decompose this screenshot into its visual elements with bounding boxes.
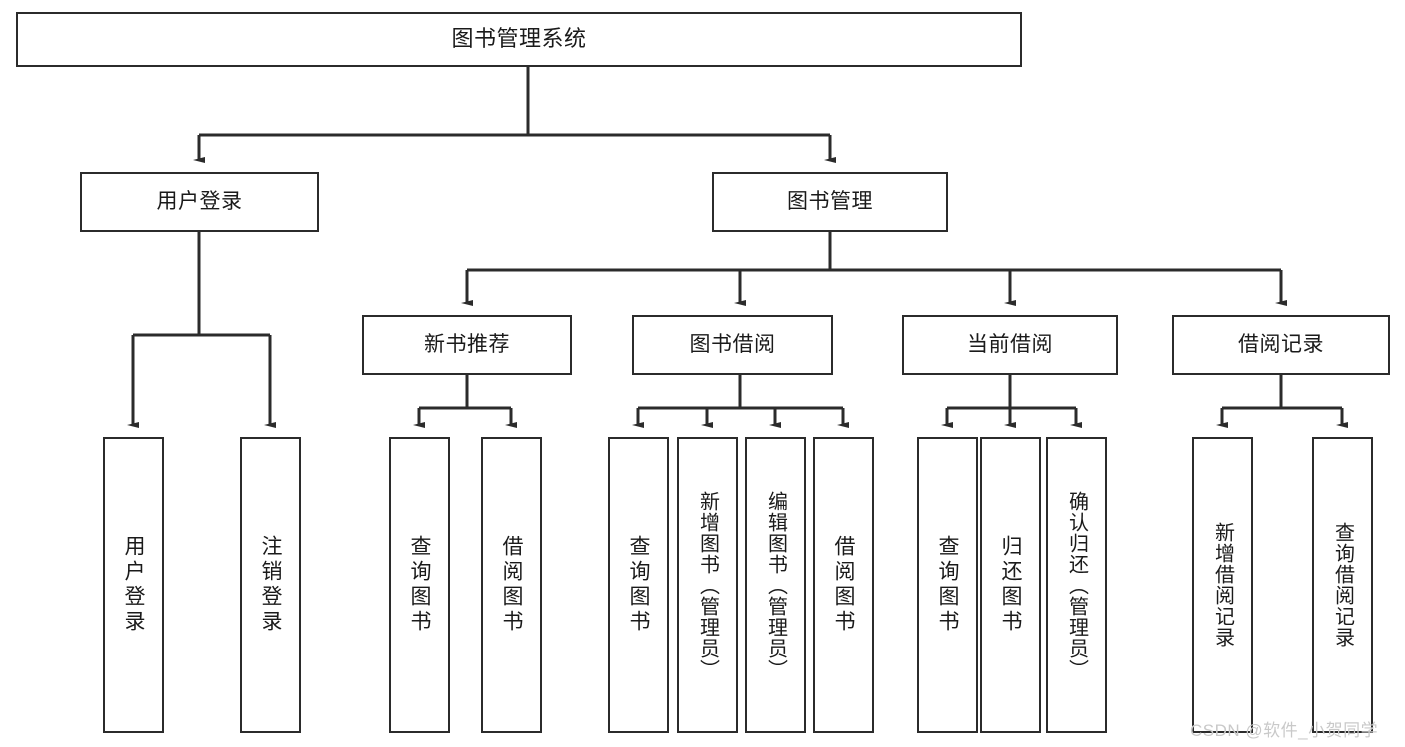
leaf-borrow-edit-book-admin[interactable]: 编辑图书（管理员） xyxy=(745,437,806,733)
node-book-management-label: 图书管理 xyxy=(787,190,873,214)
node-borrow-record[interactable]: 借阅记录 xyxy=(1172,315,1390,375)
leaf-record-query-record[interactable]: 查询借阅记录 xyxy=(1312,437,1373,733)
watermark: CSDN @软件_小贺同学 xyxy=(1190,721,1379,740)
leaf-label: 查询借阅记录 xyxy=(1331,522,1354,648)
leaf-recommend-borrow-book[interactable]: 借阅图书 xyxy=(481,437,542,733)
node-borrow-record-label: 借阅记录 xyxy=(1238,333,1324,357)
leaf-current-return-book[interactable]: 归还图书 xyxy=(980,437,1041,733)
leaf-user-login-signout[interactable]: 注销登录 xyxy=(240,437,301,733)
leaf-borrow-query-book[interactable]: 查询图书 xyxy=(608,437,669,733)
node-current-borrow[interactable]: 当前借阅 xyxy=(902,315,1118,375)
node-new-book-recommend-label: 新书推荐 xyxy=(424,333,510,357)
leaf-label: 查询图书 xyxy=(627,535,650,635)
node-root-label: 图书管理系统 xyxy=(451,26,587,52)
node-user-login[interactable]: 用户登录 xyxy=(80,172,319,232)
leaf-label: 查询图书 xyxy=(408,535,431,635)
leaf-label: 借阅图书 xyxy=(500,535,523,635)
node-user-login-label: 用户登录 xyxy=(156,190,243,214)
leaf-label: 新增图书（管理员） xyxy=(696,490,719,680)
leaf-borrow-add-book-admin[interactable]: 新增图书（管理员） xyxy=(677,437,738,733)
leaf-current-confirm-return-admin[interactable]: 确认归还（管理员） xyxy=(1046,437,1107,733)
leaf-label: 注销登录 xyxy=(259,535,282,635)
node-new-book-recommend[interactable]: 新书推荐 xyxy=(362,315,572,375)
node-book-borrow-label: 图书借阅 xyxy=(689,333,776,357)
leaf-label: 新增借阅记录 xyxy=(1211,522,1234,648)
node-current-borrow-label: 当前借阅 xyxy=(967,333,1053,357)
leaf-recommend-query-book[interactable]: 查询图书 xyxy=(389,437,450,733)
leaf-current-query-book[interactable]: 查询图书 xyxy=(917,437,978,733)
node-root[interactable]: 图书管理系统 xyxy=(16,12,1022,67)
leaf-label: 确认归还（管理员） xyxy=(1065,490,1088,680)
node-book-borrow[interactable]: 图书借阅 xyxy=(632,315,833,375)
leaf-label: 归还图书 xyxy=(999,535,1022,635)
leaf-user-login-signin[interactable]: 用户登录 xyxy=(103,437,164,733)
leaf-label: 借阅图书 xyxy=(832,535,855,635)
node-book-management[interactable]: 图书管理 xyxy=(712,172,948,232)
leaf-label: 用户登录 xyxy=(122,535,145,635)
leaf-label: 编辑图书（管理员） xyxy=(764,490,787,680)
leaf-label: 查询图书 xyxy=(936,535,959,635)
leaf-record-add-record[interactable]: 新增借阅记录 xyxy=(1192,437,1253,733)
leaf-borrow-borrow-book[interactable]: 借阅图书 xyxy=(813,437,874,733)
